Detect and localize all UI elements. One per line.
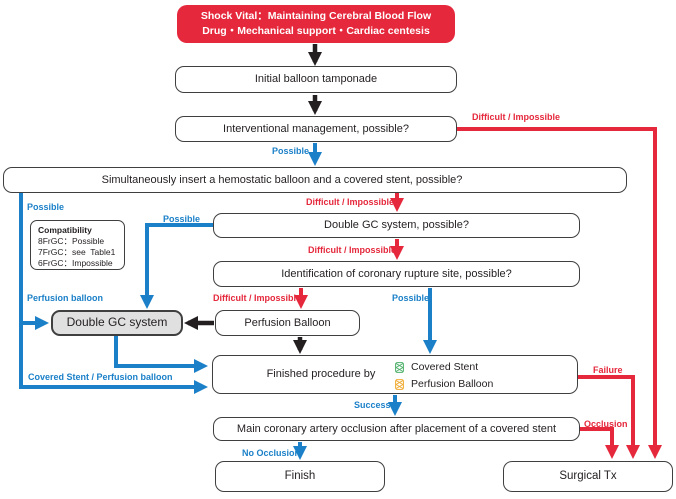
node-simultaneous-insert: Simultaneously insert a hemostatic ballo… <box>3 167 627 193</box>
edge-label-difficult-impossible: Difficult / Impossible <box>308 245 397 255</box>
node-identification-rupture: Identification of coronary rupture site,… <box>213 261 580 287</box>
covered-stent-icon <box>395 361 404 373</box>
node-interventional-management: Interventional management, possible? <box>175 116 457 142</box>
node-shock-vital: Shock Vital：Maintaining Cerebral Blood F… <box>177 5 455 43</box>
red-connectors <box>294 127 662 459</box>
node-finished-procedure: Finished procedure by Covered Stent <box>212 355 578 394</box>
edge-label-possible: Possible <box>27 202 65 212</box>
shock-vital-line1: Shock Vital：Maintaining Cerebral Blood F… <box>200 10 432 22</box>
edge-label-possible: Possible <box>163 214 201 224</box>
arrow-failure-to-surgical <box>578 375 640 459</box>
compatibility-note: Compatibility 8FrGC：Possible 7FrGC：see T… <box>30 220 125 270</box>
shock-vital-line2: Drug・Mechanical support・Cardiac centesis <box>202 25 430 37</box>
node-label: Simultaneously insert a hemostatic ballo… <box>101 173 463 186</box>
perfusion-balloon-icon <box>395 378 404 390</box>
edge-label-failure: Failure <box>593 365 623 375</box>
option-perfusion-balloon: Perfusion Balloon <box>395 377 493 391</box>
compatibility-title: Compatibility <box>38 225 92 235</box>
node-label: Surgical Tx <box>559 469 617 482</box>
compatibility-row-8frgc: 8FrGC：Possible <box>38 236 105 246</box>
compatibility-row-6frgc: 6FrGC：Impossible <box>38 258 113 268</box>
arrow-doublegc-to-finished <box>114 336 208 373</box>
edge-label-covered-stent-perfusion-balloon: Covered Stent / Perfusion balloon <box>28 372 173 382</box>
compatibility-row-7frgc: 7FrGC：see Table1 <box>38 247 116 257</box>
edge-label-difficult-impossible: Difficult / Impossible <box>306 197 395 207</box>
node-label: Double GC system, possible? <box>324 219 469 232</box>
option-label: Covered Stent <box>411 361 479 373</box>
node-initial-balloon-tamponade: Initial balloon tamponade <box>175 66 457 93</box>
node-main-coronary-occlusion: Main coronary artery occlusion after pla… <box>213 417 580 441</box>
node-label: Initial balloon tamponade <box>254 73 378 86</box>
black-connectors <box>184 44 322 354</box>
edge-label-possible: Possible <box>272 146 310 156</box>
node-label: Identification of coronary rupture site,… <box>281 267 512 280</box>
blue-connectors <box>19 143 437 460</box>
edge-label-no-occlusion: No Occlusion <box>242 448 301 458</box>
arrow-simultaneous-possible-path <box>19 193 208 394</box>
option-label: Perfusion Balloon <box>411 378 494 390</box>
arrow-occlusion-to-surgical <box>580 427 619 459</box>
option-covered-stent: Covered Stent <box>395 360 493 374</box>
node-finish: Finish <box>215 461 385 492</box>
node-label: Main coronary artery occlusion after pla… <box>236 422 557 435</box>
edge-label-success: Success <box>354 400 391 410</box>
node-surgical-tx: Surgical Tx <box>503 461 673 492</box>
node-perfusion-balloon: Perfusion Balloon <box>215 310 360 336</box>
node-label: Interventional management, possible? <box>223 122 409 135</box>
node-double-gc-system: Double GC system <box>51 310 183 336</box>
edge-label-difficult-impossible: Difficult / Impossible <box>472 112 561 122</box>
node-label: Finish <box>284 469 316 482</box>
node-label: Double GC system <box>66 315 168 330</box>
edge-label-difficult-impossible: Difficult / Impossible <box>213 293 302 303</box>
arrow-interventional-difficult-to-surgical <box>457 127 662 459</box>
node-label: Perfusion Balloon <box>244 316 331 329</box>
finished-options: Covered Stent Perfusion Balloon <box>395 360 493 391</box>
edge-label-possible: Possible <box>392 293 430 303</box>
arrow-doublegcq-possible-to-doublegc <box>140 223 213 309</box>
edge-label-perfusion-balloon: Perfusion balloon <box>27 293 104 303</box>
node-double-gc-question: Double GC system, possible? <box>213 213 580 238</box>
edge-label-occlusion: Occlusion <box>584 419 628 429</box>
node-label: Finished procedure by <box>266 368 376 381</box>
